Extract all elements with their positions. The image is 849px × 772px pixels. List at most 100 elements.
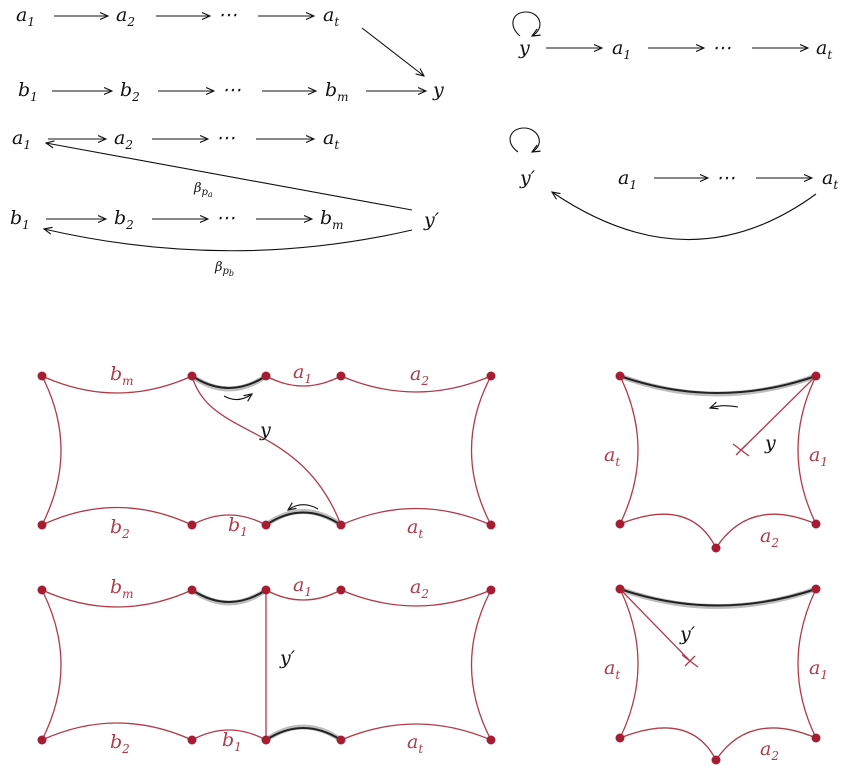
edge-at: [340, 507, 492, 526]
label-bm: bm: [110, 363, 134, 388]
node-y: y: [432, 79, 444, 101]
label-beta-pb: βpb: [214, 260, 234, 278]
node-dots-b: ⋯: [222, 79, 241, 101]
label-b1: b1: [228, 514, 248, 539]
label-b1: b1: [222, 729, 242, 754]
node-b1: b1: [18, 79, 38, 104]
edge-left: [41, 375, 62, 526]
marked-point: [615, 371, 625, 381]
marked-point: [187, 735, 197, 745]
marked-point: [615, 519, 625, 529]
boundary-segment-top: [191, 375, 267, 389]
node-b1: b1: [10, 207, 30, 232]
edge-b2: [41, 506, 193, 526]
arrow-beta-pb: [44, 229, 413, 252]
arrow-at-y-prime: [552, 192, 817, 241]
marked-point: [261, 520, 271, 530]
tagged-endpoint-icon: [681, 654, 699, 668]
edge-bm: [41, 375, 193, 394]
node-at: at: [822, 167, 838, 192]
label-at: at: [407, 516, 423, 541]
arc-y: [191, 375, 342, 526]
node-dots: ⋯: [216, 127, 235, 149]
edge-a1: [265, 589, 342, 601]
marked-point: [486, 585, 496, 595]
marked-point: [37, 735, 47, 745]
node-a1: a1: [16, 4, 35, 29]
surface-2: at a1 a2 y: [604, 371, 828, 553]
marked-point: [811, 733, 821, 743]
marked-point: [811, 371, 821, 381]
boundary-segment-bottom: [265, 727, 342, 741]
orientation-arrow-top: [223, 394, 252, 400]
node-y-prime: y′: [423, 209, 440, 231]
label-a1: a1: [293, 574, 312, 599]
orientation-arrow-bottom: [288, 505, 319, 510]
node-at: at: [816, 37, 832, 62]
edge-a2: [340, 589, 492, 607]
node-at: at: [323, 4, 339, 29]
marked-point: [261, 585, 271, 595]
edge-bm: [41, 589, 193, 608]
node-a1: a1: [618, 167, 637, 192]
quiver-mid-right: y′ a1 ⋯ at: [509, 127, 838, 241]
label-beta-pa: βpa: [193, 181, 213, 199]
edge-a2: [715, 727, 817, 761]
tagged-endpoint-icon: [732, 443, 750, 457]
marked-point: [261, 371, 271, 381]
marked-point: [336, 735, 346, 745]
node-b2: b2: [120, 79, 140, 104]
node-b2: b2: [114, 207, 134, 232]
marked-point: [187, 371, 197, 381]
surface-1: bm a1 a2 b2 b1 at y: [37, 361, 496, 541]
surface-3: bm a1 a2 b2 b1 at y′: [37, 574, 496, 756]
edge-right: [470, 589, 492, 741]
node-bm: bm: [325, 79, 349, 104]
edge-at: [340, 723, 492, 741]
node-dots: ⋯: [716, 167, 735, 189]
boundary-segment-bottom: [265, 511, 342, 526]
edge-a1: [265, 375, 342, 387]
label-at: at: [407, 731, 423, 756]
loop-y: [512, 11, 540, 36]
marked-point: [711, 543, 721, 553]
node-y-prime: y′: [519, 167, 536, 189]
edge-b2: [41, 722, 193, 741]
label-at: at: [604, 657, 620, 682]
label-a1: a1: [809, 444, 828, 469]
marked-point: [37, 585, 47, 595]
marked-point: [711, 755, 721, 765]
edge-a1: [797, 588, 817, 739]
label-a2: a2: [760, 525, 779, 550]
label-a1: a1: [293, 361, 312, 386]
marked-point: [336, 520, 346, 530]
boundary-segment-top: [619, 375, 817, 394]
edge-bottom-left: [619, 727, 717, 761]
marked-point: [486, 520, 496, 530]
label-b2: b2: [110, 731, 130, 756]
node-a2: a2: [114, 127, 133, 152]
edge-b1: [191, 729, 267, 741]
arrow-beta-pa: [46, 143, 413, 211]
label-arc-y-prime: y′: [279, 647, 296, 669]
label-arc-y: y: [259, 419, 271, 441]
marked-point: [811, 584, 821, 594]
marked-point: [187, 520, 197, 530]
label-a1: a1: [809, 657, 828, 682]
loop-y-prime: [509, 127, 539, 152]
label-arc-y-prime: y′: [679, 623, 696, 645]
label-bm: bm: [110, 576, 134, 601]
boundary-segment-top: [191, 589, 267, 603]
marked-point: [615, 584, 625, 594]
marked-point: [187, 585, 197, 595]
node-dots: ⋯: [218, 4, 237, 26]
label-a2: a2: [410, 576, 429, 601]
edge-b1: [191, 514, 267, 526]
arc-y: [740, 375, 817, 451]
node-dots-b: ⋯: [216, 207, 235, 229]
marked-point: [336, 371, 346, 381]
marked-point: [811, 519, 821, 529]
quiver-mid-left: a1 a2 ⋯ at b1 b2 ⋯ bm y′ βpa βpb: [10, 127, 440, 278]
arc-y-prime: [619, 588, 691, 662]
marked-point: [261, 735, 271, 745]
